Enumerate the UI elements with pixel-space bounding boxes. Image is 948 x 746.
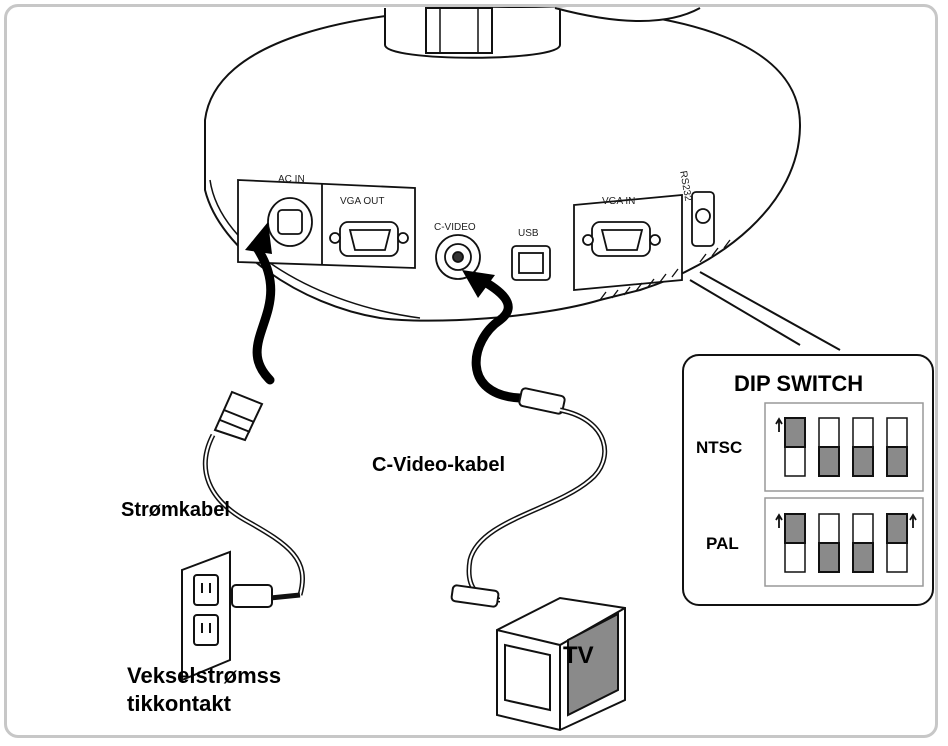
camera-base (204, 6, 802, 322)
ntsc-switch-3-down (852, 446, 874, 477)
pal-switch-1-up (784, 513, 806, 544)
power-arrow (250, 240, 276, 385)
usb-label: USB (518, 228, 539, 239)
tv-set (496, 596, 626, 732)
pal-switch-2-down (818, 542, 840, 573)
outlet-label-line2: tikkontakt (127, 691, 231, 716)
dip-ntsc-switches (775, 417, 908, 477)
connection-arrows (250, 240, 525, 403)
vga-in-label: VGA IN (602, 196, 636, 207)
dip-pal-switches (775, 513, 917, 573)
pal-up-arrow-icon (909, 513, 917, 528)
outlet-label-line1: Vekselstrømss (127, 663, 282, 688)
wall-outlet (181, 550, 231, 682)
rca-plug-bottom (450, 584, 500, 608)
c-video-cable (450, 387, 608, 608)
ntsc-switch-4-down (886, 446, 908, 477)
c-video-cable-label: C-Video-kabel (372, 454, 505, 476)
ntsc-switch-2-down (818, 446, 840, 477)
dip-switch-title: DIP SWITCH (734, 371, 864, 396)
rca-plug-top (518, 387, 566, 415)
power-cable-label: Strømkabel (121, 499, 230, 521)
tv-label: TV (563, 642, 594, 669)
port-panel (237, 179, 731, 301)
wall-plug (231, 584, 273, 608)
ntsc-label: NTSC (696, 438, 743, 457)
ac-in-label: AC IN (278, 174, 305, 185)
c-video-arrow (471, 273, 525, 403)
c-video-arrowhead (462, 270, 495, 298)
pal-switch-4-up (886, 513, 908, 544)
outlet-label: Vekselstrømss tikkontakt (127, 662, 281, 718)
callout-lines (689, 271, 841, 351)
pal-up-arrow-icon (775, 513, 783, 528)
ntsc-up-arrow-icon (775, 417, 783, 432)
power-cable (202, 390, 306, 608)
pal-label: PAL (706, 534, 739, 553)
power-arrowhead (245, 222, 272, 254)
c-video-label: C-VIDEO (434, 222, 476, 233)
vga-out-label: VGA OUT (340, 196, 385, 207)
pal-switch-3-down (852, 542, 874, 573)
ntsc-switch-1-up (784, 417, 806, 448)
